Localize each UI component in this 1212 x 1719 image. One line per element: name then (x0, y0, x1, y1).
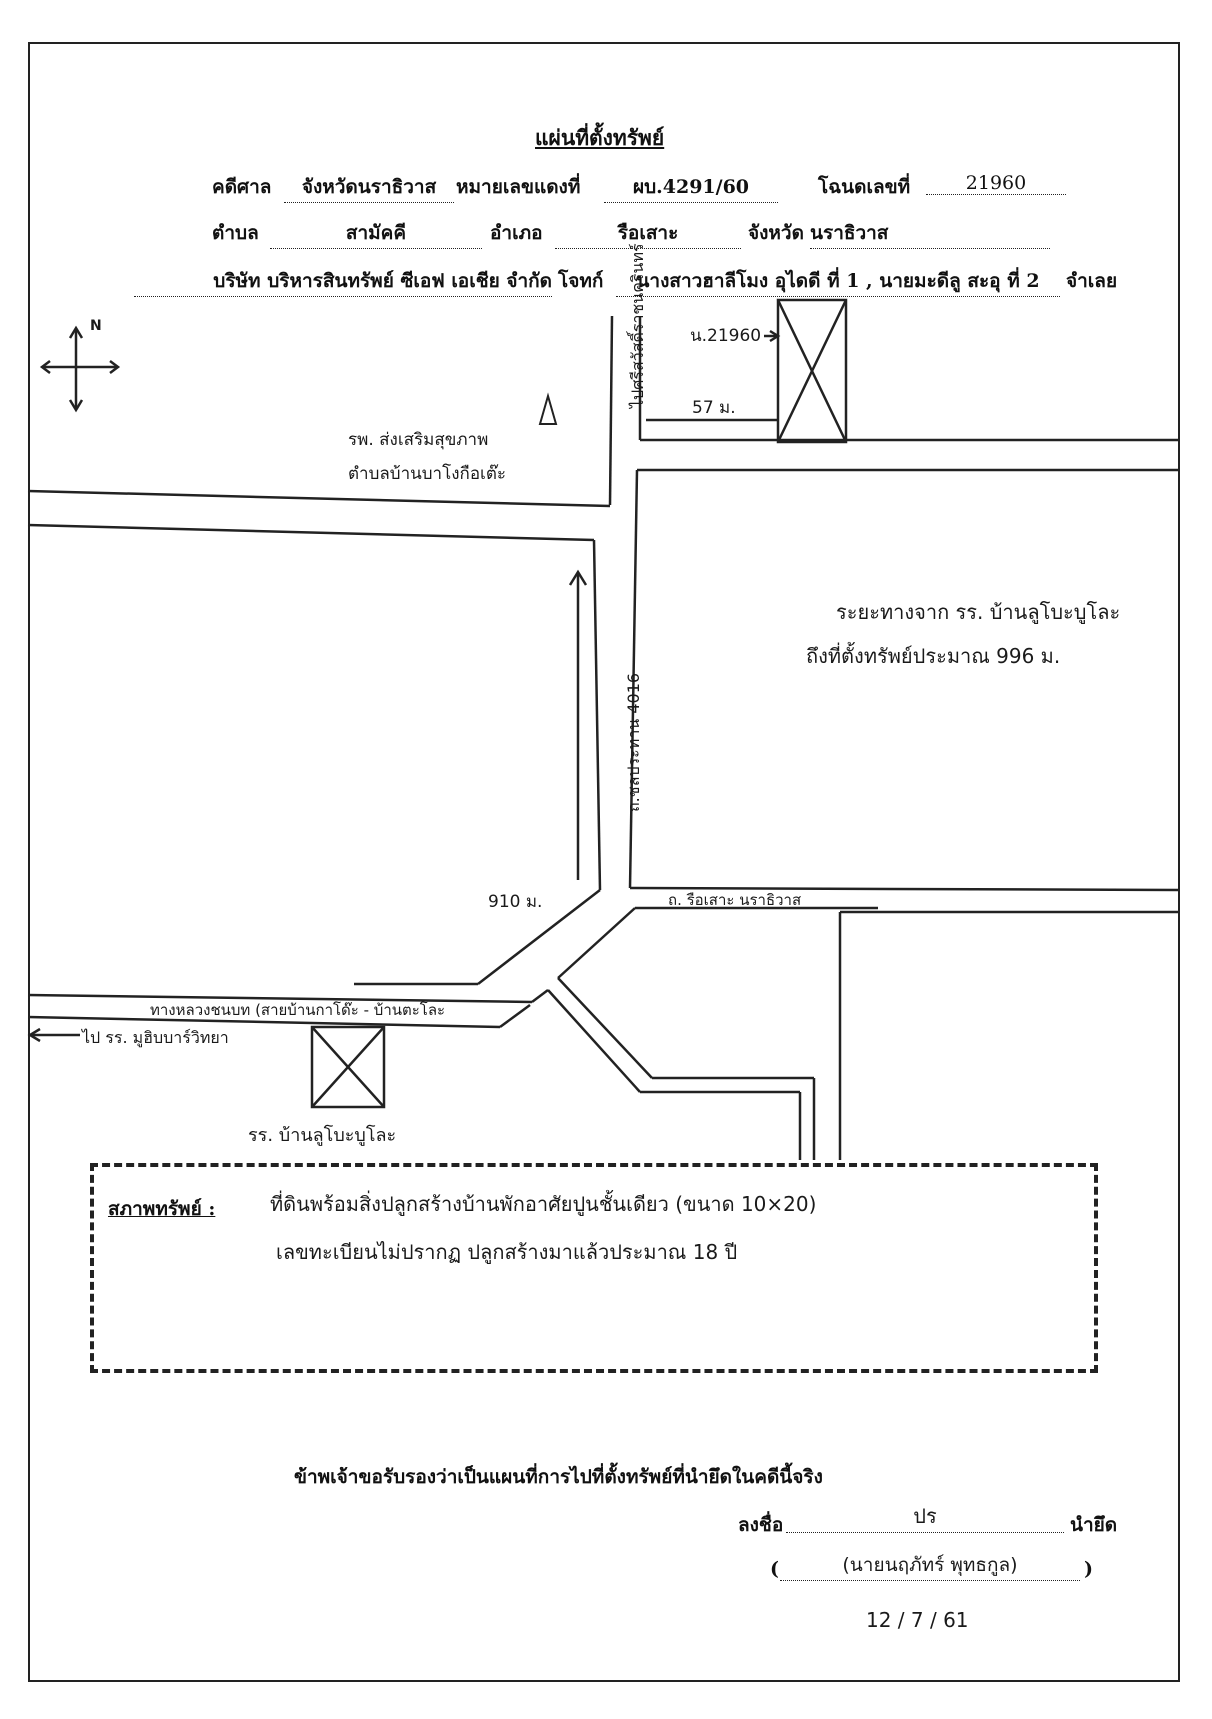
distance-910-label: 910 ม. (488, 892, 543, 912)
signature: ปร (786, 1500, 1064, 1533)
defendant-label: จำเลย (1066, 270, 1118, 292)
province-field: นราธิวาส (810, 218, 1050, 249)
condition-line2: เลขทะเบียนไม่ปรากฏ ปลูกสร้างมาแล้วประมาณ… (276, 1240, 738, 1264)
name-open-paren: ( (770, 1558, 779, 1580)
case-label: คดีศาล (212, 176, 272, 198)
court-field: จังหวัดนราธิวาส (284, 172, 454, 203)
condition-label: สภาพทรัพย์ : (108, 1198, 216, 1220)
province-label: จังหวัด (748, 222, 804, 244)
road-rueso-label: ถ. รือเสาะ นราธิวาส (668, 891, 802, 909)
deed-label: โฉนดเลขที่ (818, 176, 911, 198)
certify-statement: ข้าพเจ้าขอรับรองว่าเป็นแผนที่การไปที่ตั้… (294, 1466, 823, 1488)
condition-line1: ที่ดินพร้อมสิ่งปลูกสร้างบ้านพักอาศัยปูนช… (270, 1192, 817, 1216)
subdistrict-field: สามัคคี (270, 218, 482, 249)
sign-date: 12 / 7 / 61 (866, 1608, 969, 1632)
plaintiff-label: โจทก์ (558, 270, 604, 292)
distance-note-line2: ถึงที่ตั้งทรัพย์ประมาณ 996 ม. (806, 644, 1061, 668)
to-school-label: ไป รร. มูฮิบบาร์วิทยา (82, 1028, 229, 1047)
health-station-label: รพ. ส่งเสริมสุขภาพ (348, 430, 489, 450)
distance-note-line1: ระยะทางจาก รร. บ้านลูโบะบูโละ (836, 600, 1121, 624)
plaintiff-field: บริษัท บริหารสินทรัพย์ ซีเอฟ เอเชีย จำกั… (134, 266, 552, 297)
district-label: อำเภอ (490, 222, 543, 244)
health-station-sub-label: ตำบลบ้านบาโงกือเต๊ะ (348, 464, 507, 484)
sign-role: นำยึด (1070, 1514, 1118, 1536)
deed-field: 21960 (926, 172, 1066, 195)
document-title: แผ่นที่ตั้งทรัพย์ (535, 125, 665, 150)
property-condition-box (90, 1163, 1098, 1373)
red-no-field: ผบ.4291/60 (604, 172, 778, 203)
road-vertical-label: ถ.ชลประทาน 4016 (624, 672, 643, 812)
district-field: รือเสาะ (555, 218, 741, 249)
subdistrict-label: ตำบล (212, 222, 259, 244)
compass-icon (39, 325, 121, 413)
compass-north-label: N (90, 318, 102, 334)
defendants-field: นางสาวฮาลีโมง อุไดดี ที่ 1 , นายมะดีลู ส… (616, 266, 1060, 297)
page-frame (28, 42, 1180, 1682)
school-label: รร. บ้านลูโบะบูโละ (248, 1125, 397, 1146)
road-to-city-label: ไปศรีสวัสดิ์ราชนครินทร์ (628, 243, 647, 408)
red-no-label: หมายเลขแดงที่ (456, 176, 581, 198)
signer-name: (นายนฤภัทร์ พุทธกูล) (780, 1550, 1080, 1581)
deed-distance-label: 57 ม. (692, 398, 736, 418)
road-rural-label: ทางหลวงชนบท (สายบ้านกาโด๊ะ - บ้านตะโละ (150, 1001, 446, 1019)
name-close-paren: ) (1084, 1558, 1093, 1580)
sign-label: ลงชื่อ (738, 1514, 784, 1536)
deed-map-label: น.21960 (690, 326, 762, 346)
